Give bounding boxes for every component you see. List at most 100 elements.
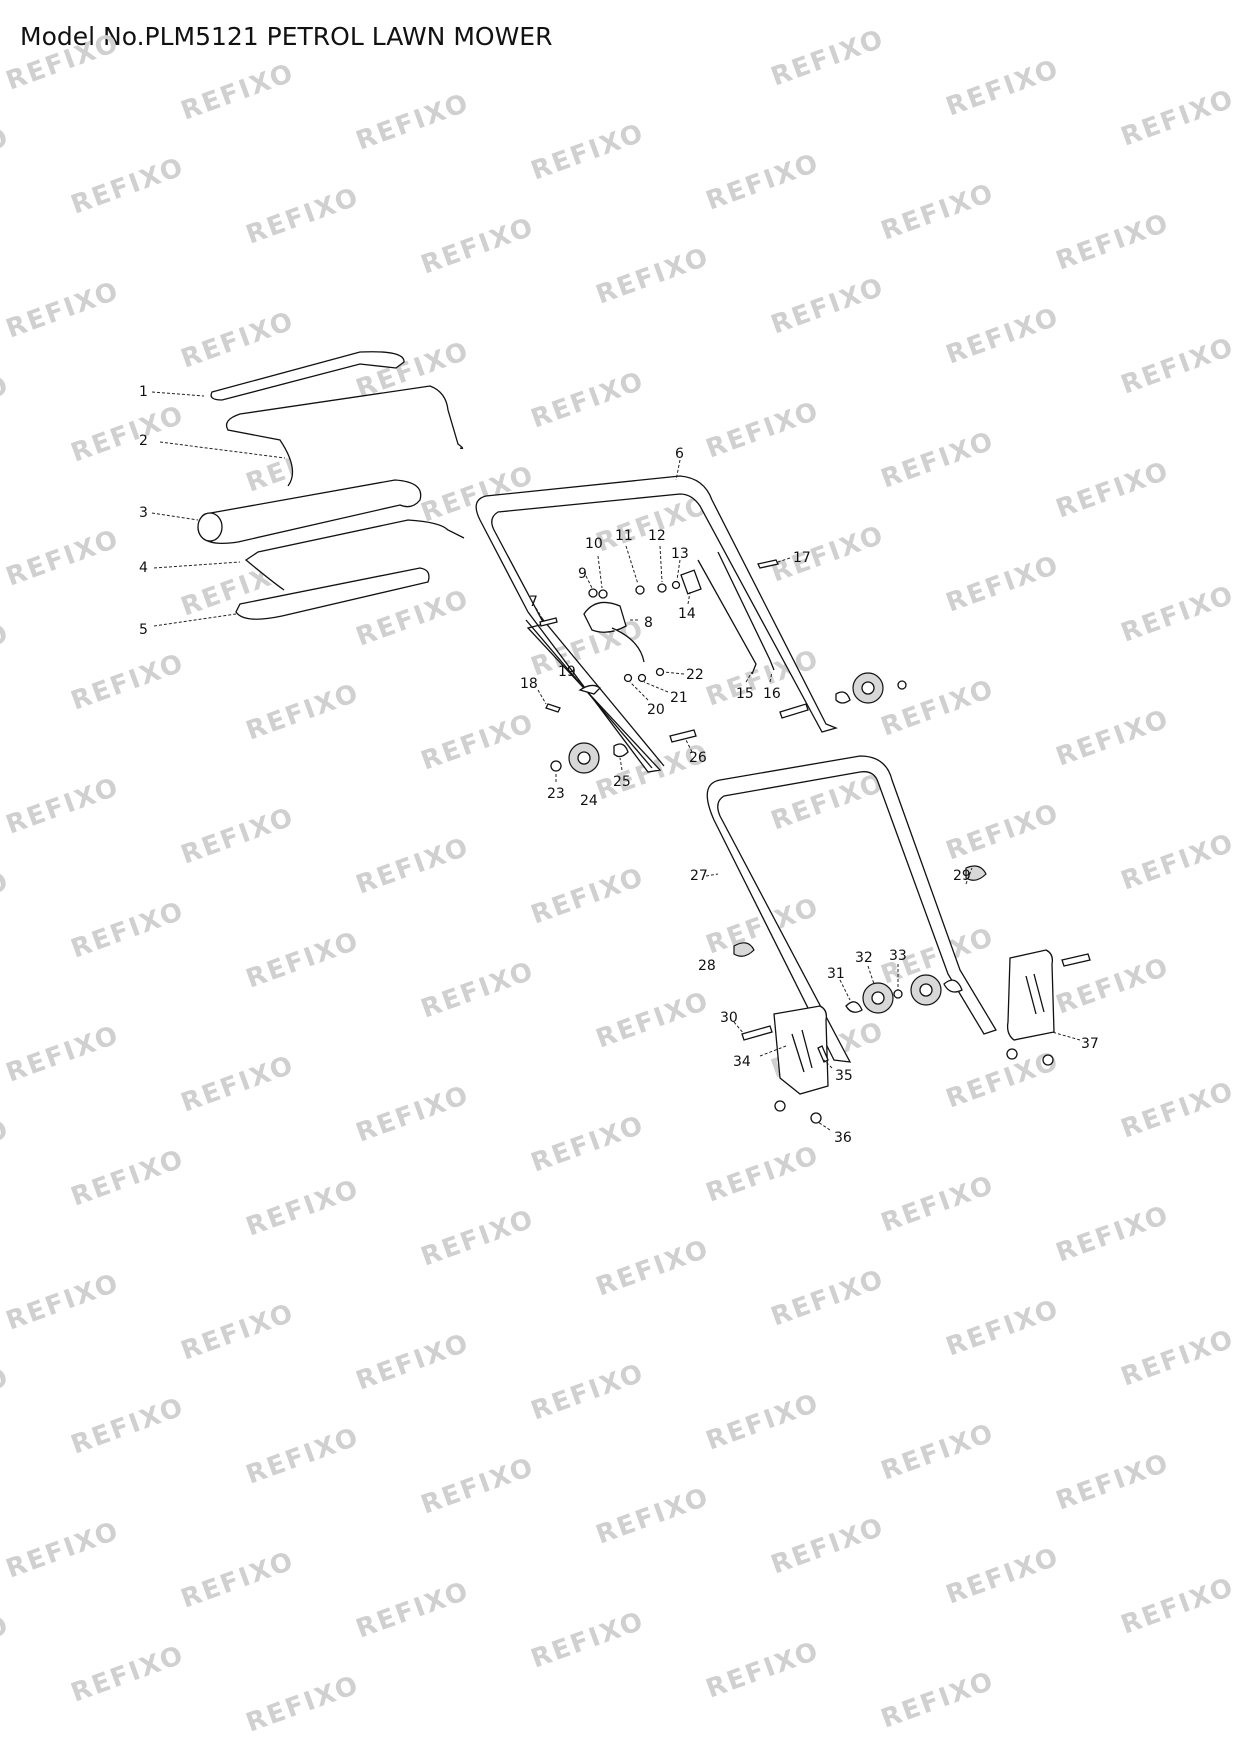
leader-22 — [663, 671, 685, 675]
callout-36: 36 — [834, 1130, 852, 1146]
watermark-text: REFIXO — [352, 832, 474, 901]
watermark-text: REFIXO — [1117, 580, 1239, 649]
part-36-nut-b — [810, 1112, 822, 1124]
part-37-bolt — [1061, 953, 1091, 967]
leader-2 — [159, 441, 286, 459]
part-cap-right — [835, 691, 851, 704]
watermark-text: REFIXO — [177, 306, 299, 375]
watermark-text: REFIXO — [0, 1114, 14, 1183]
leader-21 — [643, 681, 669, 693]
callout-5: 5 — [139, 622, 148, 638]
part-37-nut-b — [1042, 1054, 1054, 1066]
callout-2: 2 — [139, 433, 148, 449]
watermark-text: REFIXO — [0, 122, 14, 191]
watermark-text: REFIXO — [0, 618, 14, 687]
leader-36 — [817, 1121, 831, 1131]
watermark-text: REFIXO — [417, 1204, 539, 1273]
watermark-text: REFIXO — [417, 1452, 539, 1521]
callout-6: 6 — [675, 446, 684, 462]
watermark-text: REFIXO — [242, 182, 364, 251]
leader-31 — [839, 979, 851, 1001]
watermark-text: REFIXO — [767, 272, 889, 341]
callout-12: 12 — [648, 528, 666, 544]
leader-35 — [823, 1059, 833, 1069]
watermark-text: REFIXO — [767, 1512, 889, 1581]
watermark-text: REFIXO — [177, 1546, 299, 1615]
callout-8: 8 — [644, 615, 653, 631]
watermark-text: REFIXO — [177, 58, 299, 127]
page-title: Model No.PLM5121 PETROL LAWN MOWER — [20, 22, 553, 51]
watermark-text: REFIXO — [1052, 704, 1174, 773]
watermark-text: REFIXO — [942, 1542, 1064, 1611]
callout-18: 18 — [520, 676, 538, 692]
leader-26 — [685, 739, 693, 753]
watermark-text: REFIXO — [877, 178, 999, 247]
leader-12 — [659, 545, 663, 583]
part-8-lever-cable — [611, 627, 645, 663]
part-1-upper-bar — [210, 351, 405, 401]
leader-7 — [535, 607, 543, 619]
part-27-lower-handle — [706, 755, 997, 1063]
leader-13 — [676, 559, 681, 581]
watermark-text: REFIXO — [242, 1174, 364, 1243]
leader-9 — [585, 575, 593, 589]
part-17-screw — [757, 559, 779, 569]
watermark-text: REFIXO — [1117, 332, 1239, 401]
watermark-text: REFIXO — [942, 1294, 1064, 1363]
part-knob-lower-right-hub — [919, 983, 933, 997]
watermark-text: REFIXO — [1052, 1200, 1174, 1269]
watermark-text: REFIXO — [527, 1358, 649, 1427]
watermark-text: REFIXO — [527, 366, 649, 435]
watermark-text: REFIXO — [417, 212, 539, 281]
watermark-text: REFIXO — [592, 242, 714, 311]
callout-7: 7 — [529, 594, 538, 610]
callout-11: 11 — [615, 528, 633, 544]
watermark-text: REFIXO — [2, 1268, 124, 1337]
watermark-text: REFIXO — [2, 276, 124, 345]
watermark-text: REFIXO — [1117, 1324, 1239, 1393]
watermark-text: REFIXO — [942, 550, 1064, 619]
watermark-text: REFIXO — [942, 798, 1064, 867]
callout-10: 10 — [585, 536, 603, 552]
watermark-text: REFIXO — [877, 1666, 999, 1735]
part-bolt-right — [779, 703, 809, 719]
watermark-text: REFIXO — [2, 772, 124, 841]
watermark-text: REFIXO — [1052, 208, 1174, 277]
watermark-text: REFIXO — [2, 28, 124, 97]
part-36-nut-a — [774, 1100, 786, 1112]
watermark-text: REFIXO — [352, 88, 474, 157]
callout-14: 14 — [678, 606, 696, 622]
watermark-text: REFIXO — [592, 1234, 714, 1303]
watermark-text: REFIXO — [702, 1140, 824, 1209]
leader-20 — [629, 681, 649, 701]
callout-22: 22 — [686, 667, 704, 683]
callout-19: 19 — [558, 664, 576, 680]
watermark-text: REFIXO — [67, 648, 189, 717]
part-19-clip — [578, 684, 601, 695]
watermark-text: REFIXO — [417, 708, 539, 777]
callout-30: 30 — [720, 1010, 738, 1026]
part-34-bracket-left — [773, 1005, 829, 1095]
callout-34: 34 — [733, 1054, 751, 1070]
watermark-text: REFIXO — [1117, 828, 1239, 897]
watermark-text: REFIXO — [767, 1264, 889, 1333]
leader-4 — [153, 561, 241, 569]
watermark-text: REFIXO — [702, 1636, 824, 1705]
part-26-bolt — [669, 729, 697, 743]
watermark-text: REFIXO — [877, 426, 999, 495]
leader-5 — [153, 613, 237, 627]
callout-labels: 1 2 3 4 5 6 7 8 9 10 11 12 13 14 15 16 1… — [139, 384, 1099, 1146]
callout-21: 21 — [670, 690, 688, 706]
watermark-text: REFIXO — [527, 1606, 649, 1675]
watermark-text: REFIXO — [877, 1170, 999, 1239]
watermark-text: REFIXO — [702, 1388, 824, 1457]
callout-16: 16 — [763, 686, 781, 702]
leader-lines — [151, 391, 1081, 1131]
watermark-text: REFIXO — [527, 1110, 649, 1179]
callout-3: 3 — [139, 505, 148, 521]
leader-37 — [1051, 1031, 1081, 1041]
watermark-text: REFIXO — [67, 1392, 189, 1461]
part-25-cap — [613, 743, 629, 758]
part-13-washer — [671, 580, 681, 590]
watermark-text: REFIXO — [417, 956, 539, 1025]
